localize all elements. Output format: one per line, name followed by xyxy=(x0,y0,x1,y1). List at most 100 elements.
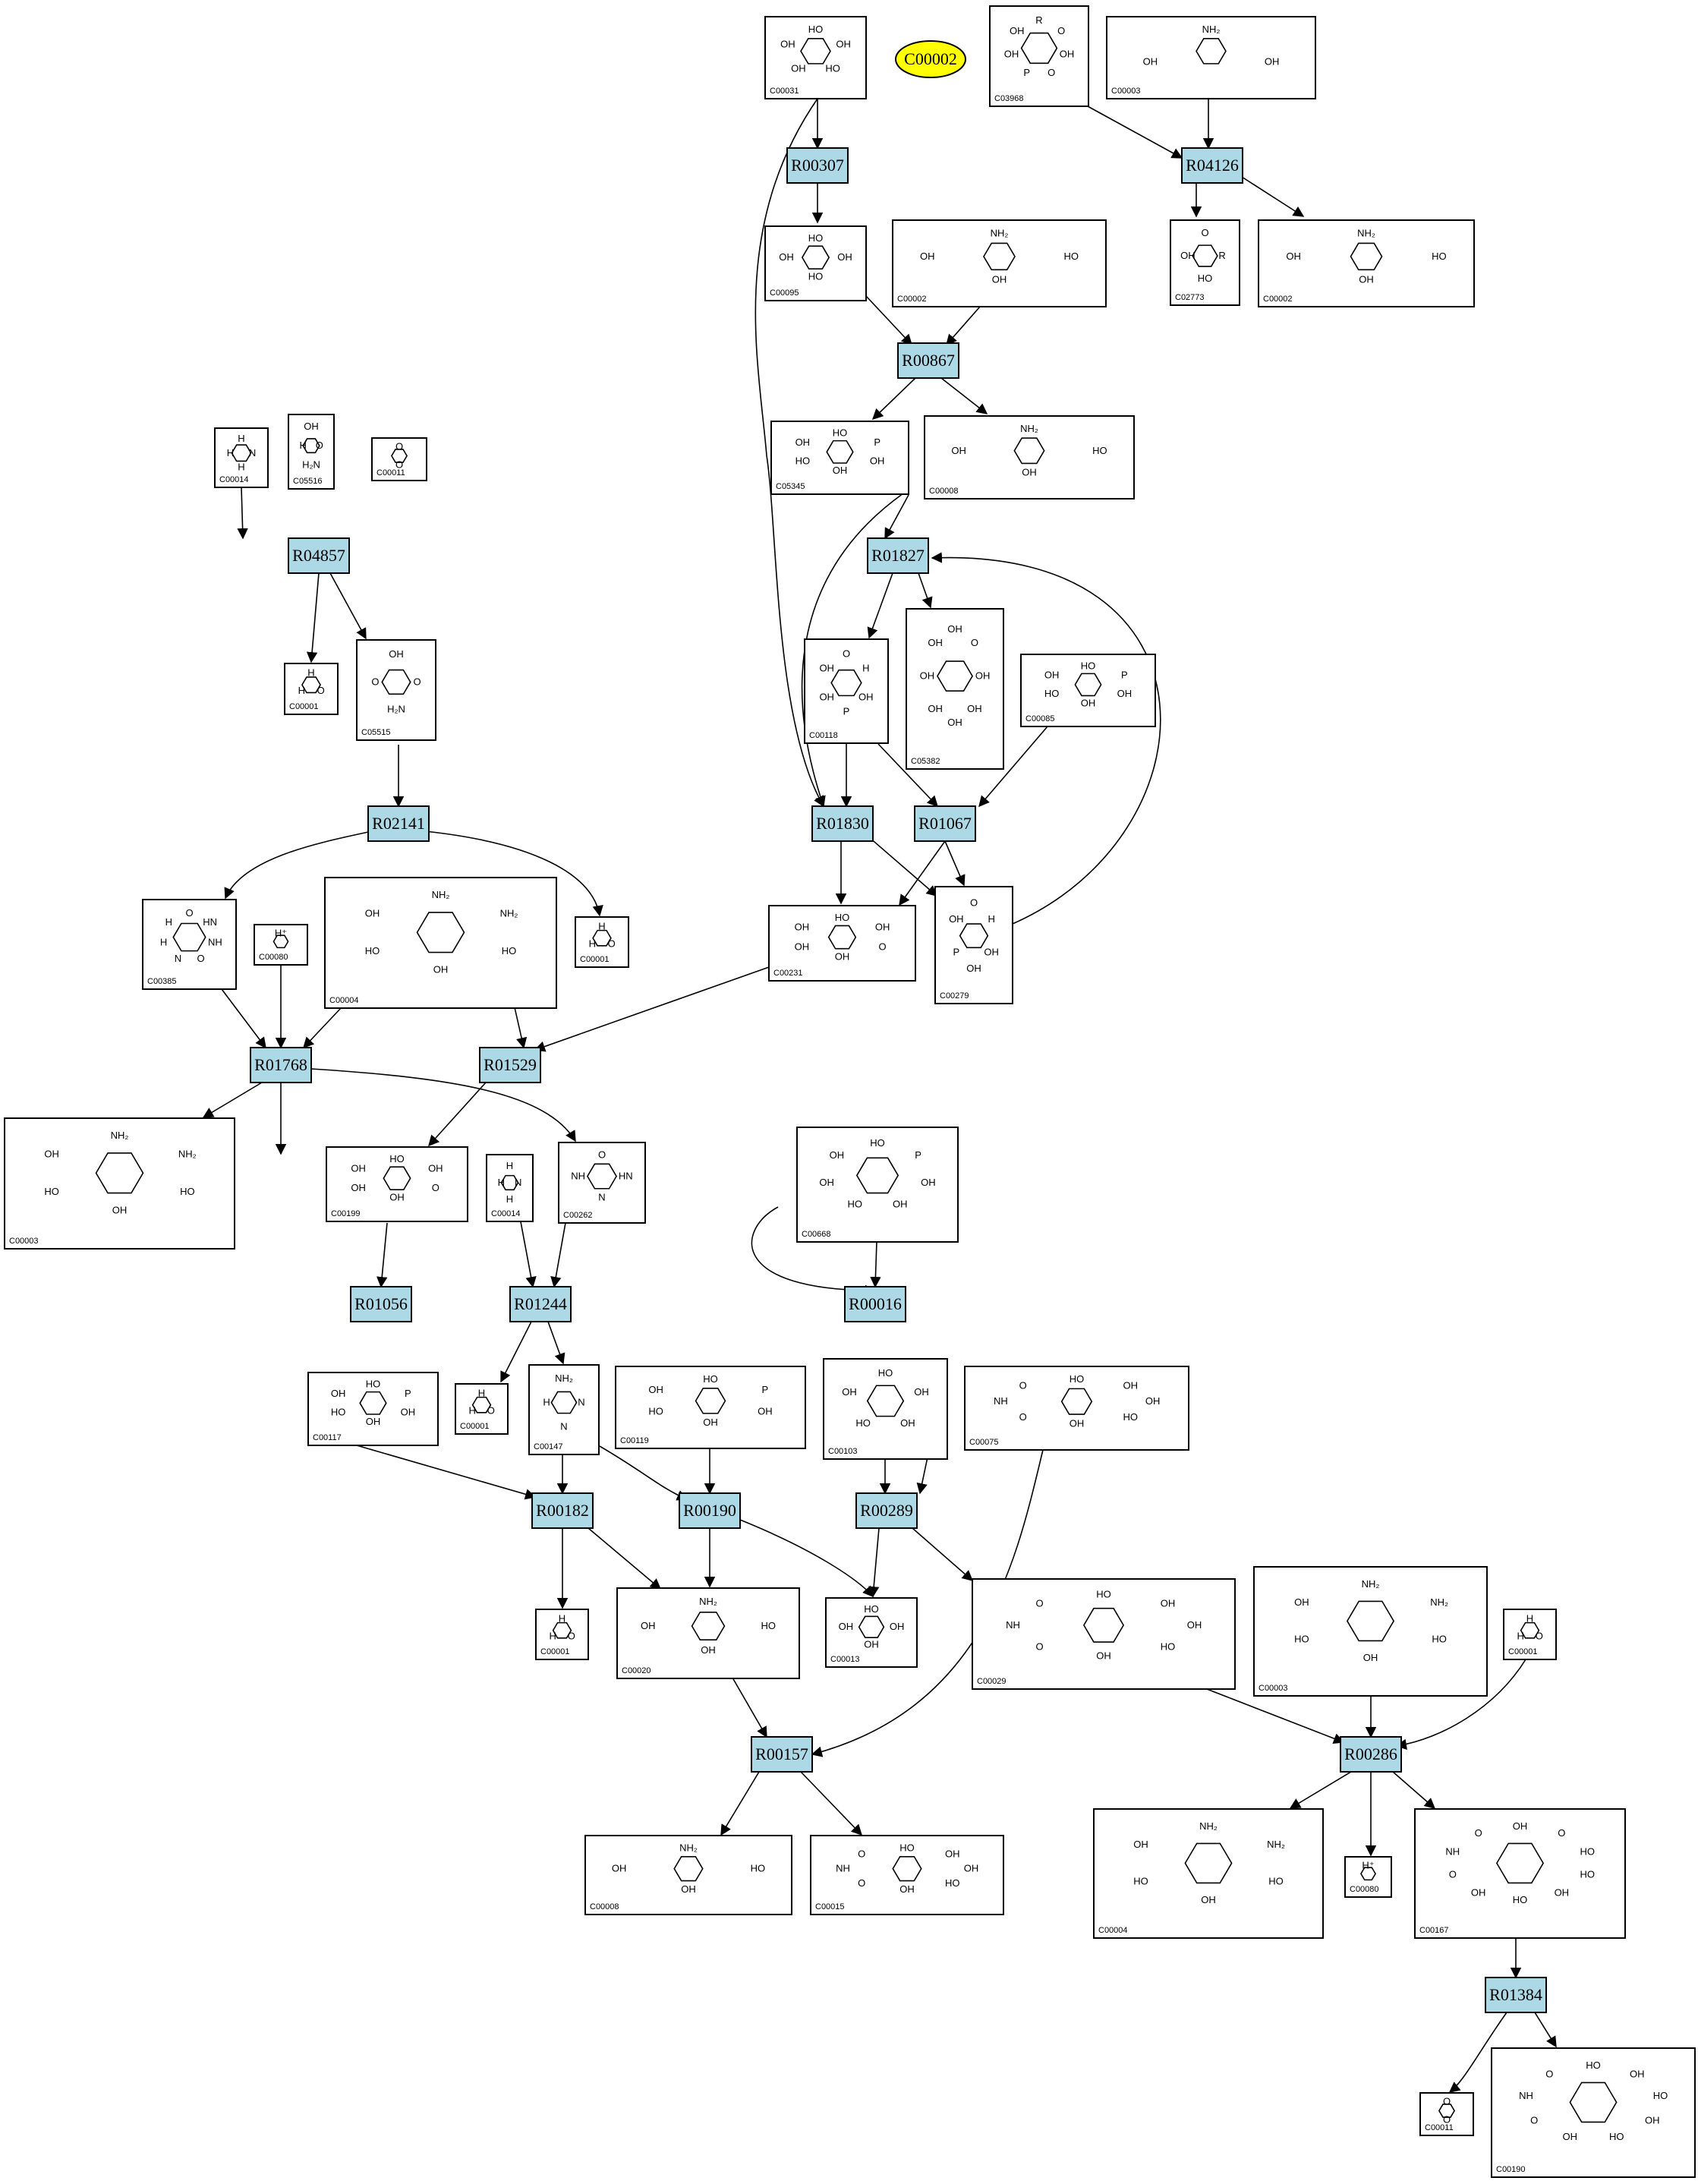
edge-arrow xyxy=(237,487,248,540)
atom-label: OH xyxy=(1286,251,1301,262)
reaction-label: R01830 xyxy=(816,814,869,833)
structure-ring xyxy=(800,38,831,65)
reaction-node[interactable]: R00289 xyxy=(855,1492,918,1529)
reaction-node[interactable]: R00190 xyxy=(679,1492,741,1529)
compound-box xyxy=(1170,219,1240,306)
atom-label: OH xyxy=(964,1863,979,1874)
compound-node[interactable]: H⁺C00080 xyxy=(254,924,308,966)
reaction-node[interactable]: R04857 xyxy=(288,537,350,574)
reaction-node[interactable]: R00182 xyxy=(531,1492,594,1529)
edge-arrow xyxy=(424,830,603,917)
reaction-node[interactable]: R01827 xyxy=(867,537,929,574)
reaction-node[interactable]: R01529 xyxy=(479,1047,541,1083)
atom-label: HO xyxy=(945,1877,960,1889)
compound-id: C00167 xyxy=(1419,1926,1449,1935)
atom-label: OH xyxy=(703,1417,718,1428)
edge-arrow xyxy=(736,1517,874,1598)
reaction-node[interactable]: R01384 xyxy=(1485,1977,1547,2013)
atom-label: NH xyxy=(994,1395,1008,1407)
reaction-node[interactable]: R02141 xyxy=(367,805,430,842)
atom-label: HO xyxy=(1653,2090,1668,2101)
atom-label: H xyxy=(227,447,234,459)
atom-label: OH xyxy=(992,273,1007,285)
atom-label: HN xyxy=(203,916,217,928)
structure-ring xyxy=(390,449,408,463)
reaction-node[interactable]: R01830 xyxy=(811,805,874,842)
reaction-node[interactable]: R04126 xyxy=(1181,147,1243,184)
reaction-label: R00286 xyxy=(1344,1744,1397,1763)
reaction-node[interactable]: R00286 xyxy=(1340,1736,1402,1773)
atom-label: OH xyxy=(890,1621,905,1632)
compound-box xyxy=(892,219,1107,307)
reaction-node[interactable]: R00016 xyxy=(844,1286,906,1322)
atom-label: O xyxy=(413,676,421,687)
reaction-node[interactable]: R01056 xyxy=(350,1286,412,1322)
compound-box xyxy=(324,877,557,1009)
reaction-node[interactable]: R01244 xyxy=(509,1286,572,1322)
reaction-node[interactable]: R01768 xyxy=(250,1047,312,1083)
atom-label: O xyxy=(568,1630,575,1641)
atom-label: OH xyxy=(819,1177,834,1188)
reaction-node[interactable]: R00867 xyxy=(897,342,959,379)
reaction-node[interactable]: R00157 xyxy=(751,1736,813,1773)
atom-label: OH xyxy=(641,1620,656,1631)
compound-node[interactable]: H⁺C00080 xyxy=(1344,1856,1392,1898)
atom-label: OH xyxy=(949,913,964,925)
edge-arrow xyxy=(899,840,946,906)
atom-label: H xyxy=(506,1193,513,1205)
atom-label: OH xyxy=(681,1883,696,1895)
reaction-node[interactable]: R01067 xyxy=(914,805,976,842)
atom-label: HO xyxy=(751,1863,766,1874)
reaction-label: R01827 xyxy=(871,546,925,565)
highlight-node[interactable]: C00002 xyxy=(895,40,966,78)
atom-label: P xyxy=(762,1384,769,1395)
reaction-node[interactable]: R00307 xyxy=(786,147,849,184)
atom-label: NH₂ xyxy=(1202,24,1221,35)
